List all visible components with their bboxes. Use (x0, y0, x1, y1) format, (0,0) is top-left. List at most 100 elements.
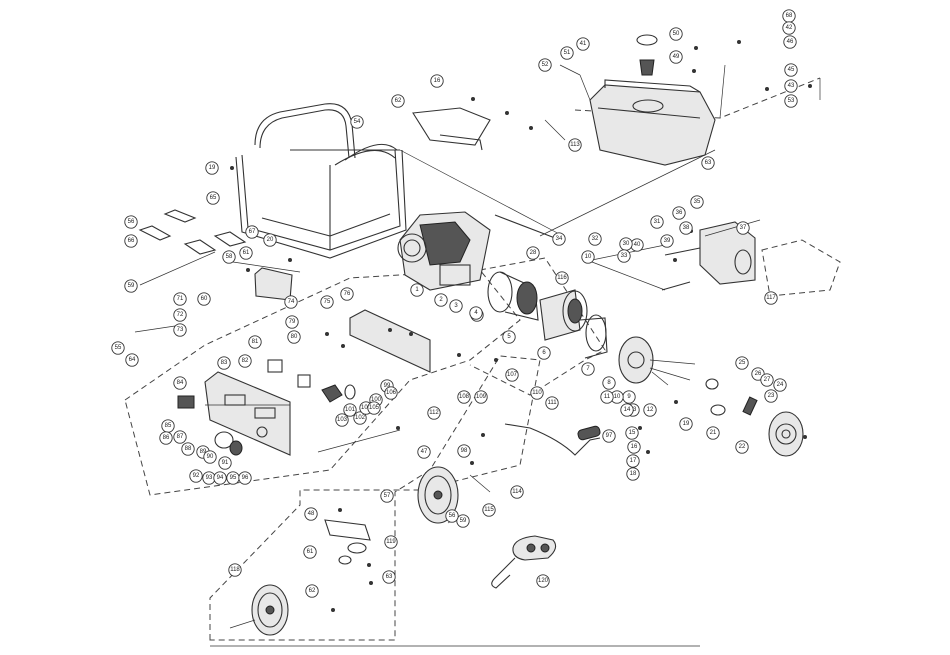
callout-label: 10 (585, 254, 592, 260)
callout-63: 63 (701, 156, 715, 170)
callout-label: 23 (768, 393, 775, 399)
callout-label: 42 (786, 25, 793, 31)
callout-label: 8 (607, 380, 611, 386)
callout-label: 30 (623, 241, 630, 247)
callout-label: 19 (209, 165, 216, 171)
callout-label: 7 (586, 366, 590, 372)
callout-label: 61 (243, 250, 250, 256)
callout-label: 55 (115, 345, 122, 351)
callout-109: 109 (474, 390, 488, 404)
callout-95: 95 (226, 471, 240, 485)
callout-35: 35 (690, 195, 704, 209)
callout-57: 57 (380, 489, 394, 503)
callout-81: 81 (248, 335, 262, 349)
callout-label: 72 (177, 312, 184, 318)
callout-96: 96 (238, 471, 252, 485)
callout-label: 14 (624, 407, 631, 413)
callout-90: 90 (203, 450, 217, 464)
callout-label: 91 (222, 460, 229, 466)
callout-label: 59 (128, 283, 135, 289)
callout-120: 120 (536, 574, 550, 588)
callout-label: 112 (429, 410, 439, 416)
callout-64: 64 (125, 353, 139, 367)
callout-85: 85 (161, 419, 175, 433)
support-bracket (324, 519, 371, 565)
callout-39: 39 (660, 234, 674, 248)
callout-105: 105 (367, 401, 381, 415)
callout-1: 1 (410, 283, 424, 297)
callout-label: 80 (291, 334, 298, 340)
callout-label: 64 (129, 357, 136, 363)
callout-label: 40 (634, 242, 641, 248)
callout-34: 34 (552, 232, 566, 246)
callout-label: 31 (654, 219, 661, 225)
stator-housing (579, 314, 608, 359)
frame-wheel-boundary (209, 355, 541, 641)
callout-76: 76 (340, 287, 354, 301)
callout-51: 51 (560, 46, 574, 60)
callout-label: 54 (354, 119, 361, 125)
callout-label: 1 (415, 287, 419, 293)
callout-61: 61 (239, 246, 253, 260)
callout-label: 59 (460, 518, 467, 524)
callout-label: 37 (740, 225, 747, 231)
callout-label: 92 (193, 473, 200, 479)
callout-label: 86 (163, 435, 170, 441)
callout-114: 114 (510, 485, 524, 499)
callout-4: 4 (469, 306, 483, 320)
callout-label: 65 (210, 195, 217, 201)
callout-62: 62 (305, 584, 319, 598)
callout-label: 25 (739, 360, 746, 366)
callout-16: 16 (627, 440, 641, 454)
callout-75: 75 (320, 295, 334, 309)
control-panel (204, 371, 291, 456)
battery (254, 267, 293, 301)
fuel-tank (589, 79, 716, 166)
callout-28: 28 (526, 246, 540, 260)
callout-label: 99 (384, 383, 391, 389)
callout-116: 116 (555, 271, 569, 285)
top-bracket (412, 107, 491, 151)
frame (235, 103, 407, 259)
callout-97: 97 (602, 429, 616, 443)
callout-24: 24 (773, 378, 787, 392)
callout-98: 98 (457, 444, 471, 458)
callout-73: 73 (173, 323, 187, 337)
callout-label: 95 (230, 475, 237, 481)
callout-label: 117 (766, 295, 776, 301)
control-panel-components (177, 359, 356, 456)
callout-label: 56 (449, 513, 456, 519)
callout-84: 84 (173, 376, 187, 390)
callout-label: 5 (507, 334, 511, 340)
callout-63: 63 (382, 570, 396, 584)
battery-mount (138, 209, 247, 255)
callout-49: 49 (669, 50, 683, 64)
callout-label: 41 (580, 41, 587, 47)
callout-label: 85 (165, 423, 172, 429)
callout-label: 11 (604, 394, 611, 400)
fuel-cap (636, 34, 658, 76)
muffler (661, 221, 756, 291)
callout-label: 52 (542, 62, 549, 68)
callout-label: 115 (484, 507, 494, 513)
callout-label: 57 (384, 493, 391, 499)
callout-74: 74 (284, 295, 298, 309)
callout-88: 88 (181, 442, 195, 456)
callout-52: 52 (538, 58, 552, 72)
callout-label: 67 (249, 229, 256, 235)
callout-label: 74 (288, 299, 295, 305)
callout-61: 61 (303, 545, 317, 559)
callout-label: 79 (289, 319, 296, 325)
callout-101: 101 (343, 403, 357, 417)
control-panel-side-cover (349, 309, 431, 373)
stator (539, 289, 588, 341)
callout-103: 103 (335, 413, 349, 427)
callout-label: 56 (128, 219, 135, 225)
callout-label: 120 (538, 578, 549, 584)
callout-62: 62 (391, 94, 405, 108)
callout-2: 2 (434, 293, 448, 307)
callout-119: 119 (384, 535, 398, 549)
callout-72: 72 (173, 308, 187, 322)
callout-label: 26 (755, 371, 762, 377)
callout-59: 59 (456, 514, 470, 528)
